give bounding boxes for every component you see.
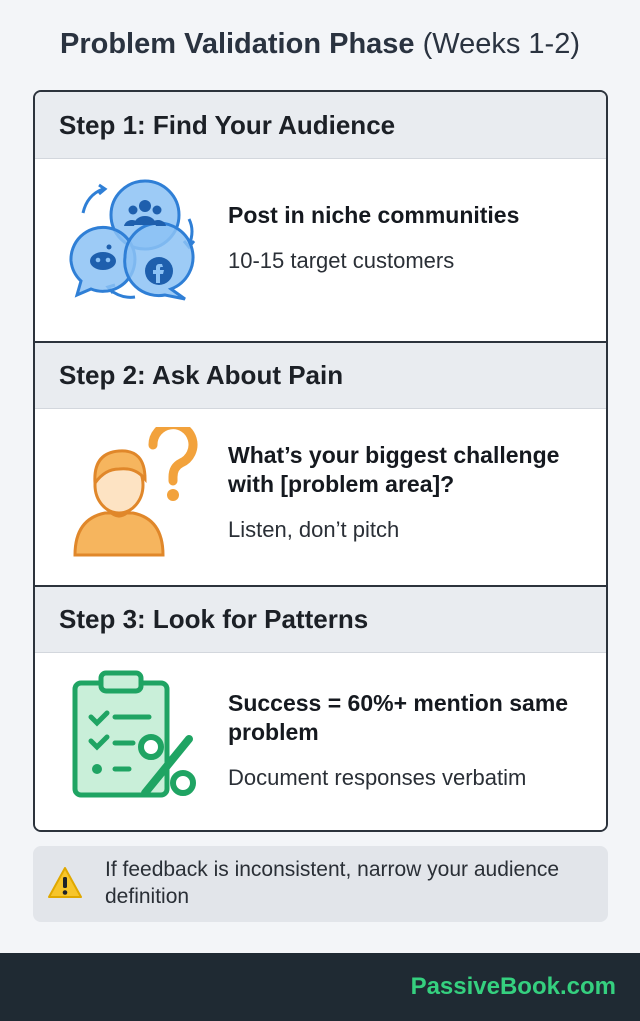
warning-callout: If feedback is inconsistent, narrow your… — [33, 846, 608, 922]
step-3-sub-text: Document responses verbatim — [228, 765, 527, 790]
step-3-title: Step 3: Look for Patterns — [59, 604, 369, 634]
step-2-header: Step 2: Ask About Pain — [35, 343, 606, 409]
warning-text: If feedback is inconsistent, narrow your… — [105, 858, 560, 908]
page-title: Problem Validation Phase (Weeks 1-2) — [0, 28, 640, 61]
page-title-main: Problem Validation Phase — [59, 28, 415, 60]
step-1-header: Step 1: Find Your Audience — [35, 92, 606, 159]
step-divider — [35, 585, 606, 587]
step-2-title: Step 2: Ask About Pain — [59, 360, 344, 390]
step-1-title: Step 1: Find Your Audience — [59, 109, 396, 140]
step-1-text: Post in niche communities 10-15 target c… — [228, 201, 594, 274]
step-2-body: What’s your biggest challenge with [prob… — [35, 409, 606, 585]
step-3-header: Step 3: Look for Patterns — [35, 587, 606, 653]
brand-link[interactable]: PassiveBook.com — [410, 973, 616, 1000]
person-question-icon — [73, 427, 198, 557]
step-3-body: Success = 60%+ mention same problem Docu… — [35, 653, 606, 830]
clipboard-percent-icon — [72, 670, 196, 798]
step-3-text: Success = 60%+ mention same problem Docu… — [228, 689, 594, 791]
step-1-sub-text: 10-15 target customers — [228, 248, 455, 273]
step-3-main-text: Success = 60%+ mention same problem — [228, 690, 569, 745]
step-1-body: Post in niche communities 10-15 target c… — [35, 159, 606, 341]
step-2-text: What’s your biggest challenge with [prob… — [228, 441, 594, 543]
steps-card: Step 1: Find Your Audience — [33, 90, 608, 832]
warning-icon — [48, 867, 82, 898]
step-2-main-text: What’s your biggest challenge with [prob… — [228, 442, 560, 497]
footer-bar: PassiveBook.com — [0, 953, 640, 1021]
step-2-sub-text: Listen, don’t pitch — [228, 517, 400, 542]
step-1-main-text: Post in niche communities — [228, 202, 520, 228]
step-divider — [35, 341, 606, 343]
social-communities-icon — [69, 179, 196, 301]
page-title-weeks: (Weeks 1-2) — [422, 28, 580, 60]
